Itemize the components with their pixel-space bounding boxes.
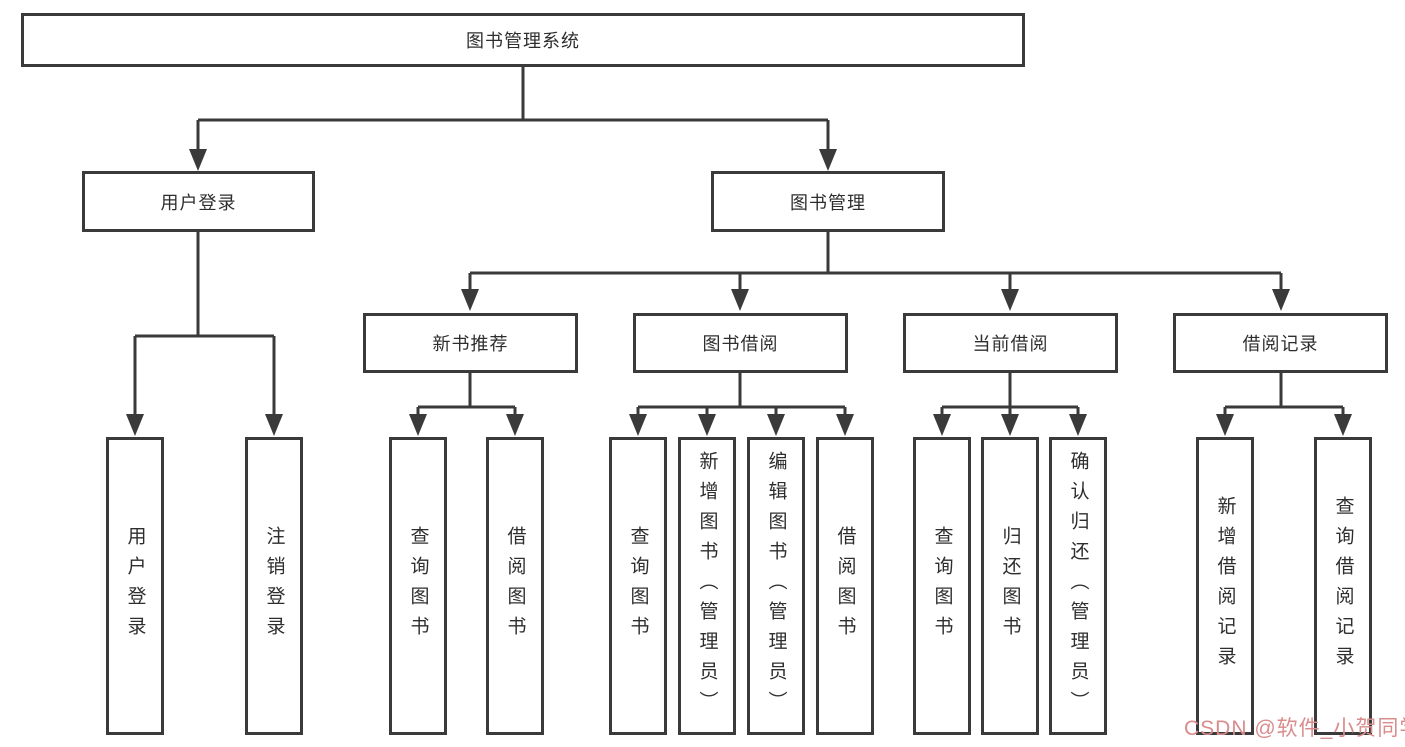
node-label: 图书管理系统 — [466, 31, 580, 51]
node-label: 查询借阅记录 — [1332, 496, 1354, 676]
node-leaf-query-books-3: 查询图书 — [913, 437, 971, 735]
node-label: 图书借阅 — [702, 334, 779, 354]
node-leaf-add-book-admin: 新增图书（管理员） — [678, 437, 736, 735]
node-label: 借阅图书 — [504, 526, 526, 646]
node-label: 用户登录 — [160, 192, 237, 213]
csdn-watermark: CSDN @软件_小贺同学 — [1184, 717, 1405, 740]
node-root-system: 图书管理系统 — [21, 13, 1025, 67]
node-leaf-confirm-return-admin: 确认归还（管理员） — [1049, 437, 1107, 735]
node-label: 查询图书 — [407, 526, 429, 646]
node-borrowing-records: 借阅记录 — [1173, 313, 1388, 373]
connector-section2-to-leaves — [629, 373, 854, 436]
node-label: 确认归还（管理员） — [1067, 451, 1089, 721]
node-label: 归还图书 — [999, 526, 1021, 646]
node-label: 新书推荐 — [432, 334, 509, 354]
connector-section4-to-leaves — [1216, 373, 1352, 436]
node-user-login: 用户登录 — [82, 171, 315, 232]
connector-login-to-leaves — [126, 232, 283, 436]
node-leaf-add-borrow-record: 新增借阅记录 — [1196, 437, 1254, 735]
node-leaf-query-books-2: 查询图书 — [609, 437, 667, 735]
node-label: 用户登录 — [124, 526, 146, 646]
connector-mgmt-to-sections — [461, 232, 1290, 311]
node-current-borrowing: 当前借阅 — [903, 313, 1118, 373]
connector-section1-to-leaves — [409, 373, 524, 436]
node-leaf-user-login: 用户登录 — [106, 437, 164, 735]
node-book-management: 图书管理 — [711, 171, 945, 232]
connector-root-to-level2 — [189, 67, 837, 171]
node-leaf-edit-book-admin: 编辑图书（管理员） — [747, 437, 805, 735]
node-new-book-recommendation: 新书推荐 — [363, 313, 578, 373]
node-book-borrowing: 图书借阅 — [633, 313, 848, 373]
node-leaf-logout: 注销登录 — [245, 437, 303, 735]
node-leaf-query-borrow-record: 查询借阅记录 — [1314, 437, 1372, 735]
node-label: 借阅记录 — [1242, 334, 1319, 354]
connector-section3-to-leaves — [933, 373, 1087, 436]
node-label: 新增借阅记录 — [1214, 496, 1236, 676]
node-label: 图书管理 — [790, 192, 866, 213]
node-label: 新增图书（管理员） — [696, 451, 718, 721]
node-leaf-return-books: 归还图书 — [981, 437, 1039, 735]
node-leaf-borrow-books-1: 借阅图书 — [486, 437, 544, 735]
node-label: 编辑图书（管理员） — [765, 451, 787, 721]
node-label: 当前借阅 — [972, 334, 1049, 354]
node-label: 注销登录 — [263, 526, 285, 646]
node-leaf-borrow-books-2: 借阅图书 — [816, 437, 874, 735]
node-label: 借阅图书 — [834, 526, 856, 646]
node-leaf-query-books-1: 查询图书 — [389, 437, 447, 735]
node-label: 查询图书 — [627, 526, 649, 646]
node-label: 查询图书 — [931, 526, 953, 646]
